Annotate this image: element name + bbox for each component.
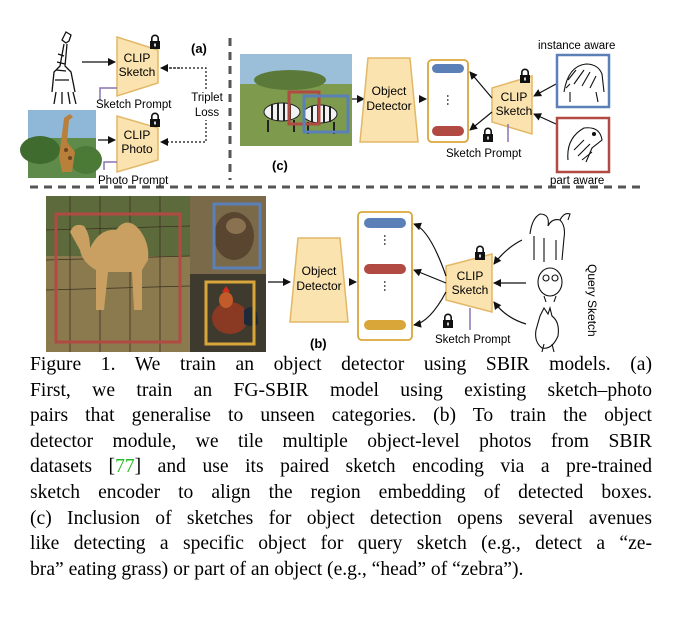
rooster-box [204,280,256,346]
embedding-dots: ⋯ [441,94,455,106]
figure-caption: Figure 1. We train an object detector us… [30,352,652,582]
instance-box [302,94,350,134]
panel-a: CLIP Sketch CLIP Photo Sketch Prompt Pho… [20,31,224,187]
eagle-box [212,202,262,270]
embedding-red-b [364,264,406,274]
lock-icon [519,68,531,84]
clip-sketch-encoder-a [116,35,159,98]
arrow [469,71,493,99]
instance-aware-sketch [555,53,611,109]
caption-line-7: (c) Inclusion of sketches for object det… [30,507,652,529]
panel-c-label: (c) [272,158,288,173]
encoder-a-bottom-line2: Photo [121,142,153,156]
encoder-a-top-line1: CLIP [124,51,151,65]
embedding-blue-b [364,218,406,228]
encoder-a-top-line2: Sketch [119,65,156,79]
owl-sketch [537,267,563,303]
triplet-loss-label-1: Triplet [191,92,223,104]
object-detector-c [359,57,419,143]
lock-icon [149,112,161,128]
embedding-red [432,126,464,136]
part-aware-sketch [555,116,611,174]
camel-photo-image [45,196,191,352]
encoder-c-line2: Sketch [496,104,533,118]
part-aware-label: part aware [550,175,604,187]
sketch-prompt-connector [99,87,117,100]
arrow [533,83,557,97]
caption-line-4: detector module, we tile multiple object… [30,430,652,452]
embedding-gold-b [364,320,406,330]
lock-icon [149,34,161,50]
giraffe-sketch-image [51,31,77,105]
photo-prompt-label-a: Photo Prompt [98,175,169,187]
lock-icon [442,313,454,329]
photo-prompt-connector [103,161,117,170]
arrow [469,111,493,131]
caption-line-2: First, we train an FG-SBIR model using e… [30,379,652,401]
detector-b-line1: Object [302,264,337,278]
caption-line-8: like detecting a specific object for que… [30,533,652,555]
caption-line-1: Figure 1. We train an object detector us… [30,354,652,375]
arrow [413,291,447,328]
region-embedding-stack-c [427,59,469,143]
panel-b-label: (b) [310,336,327,351]
sketch-prompt-label-a: Sketch Prompt [96,99,172,111]
clip-sketch-encoder-c [491,74,533,136]
eagle-photo-image [190,196,266,274]
detector-c-line1: Object [372,84,407,98]
camel-box [54,212,182,344]
encoder-c-line1: CLIP [501,90,528,104]
caption-line-5: datasets [77] and use its paired sketch … [30,454,652,480]
citation-link[interactable]: 77 [115,456,135,478]
instance-aware-label: instance aware [538,40,615,52]
caption-line-9: bra” eating grass) or part of an object … [30,558,524,580]
detector-b-line2: Detector [296,279,341,293]
caption-line-5a: datasets [ [30,456,116,478]
lock-icon [482,127,494,143]
giraffe-photo-image [20,110,102,178]
sketch-prompt-label-b: Sketch Prompt [435,334,511,346]
detector-c-line2: Detector [366,99,411,113]
clip-photo-encoder-a [116,114,159,174]
rooster-sketch [535,306,559,353]
triplet-loss-label-2: Loss [195,107,220,119]
embedding-dots-b2: ⋯ [378,280,392,292]
encoder-b-line1: CLIP [457,269,484,283]
panel-c: (c) Object Detector ⋯ CLIP Sketch Sketch… [240,40,615,187]
figure-diagram: CLIP Sketch CLIP Photo Sketch Prompt Pho… [20,31,642,353]
query-sketch-label: Query Sketch [585,264,599,337]
panel-b: (b) Object Detector ⋯ ⋯ CLIP Sketch Sket… [45,196,599,353]
region-embedding-stack-b [357,211,413,341]
arrow [493,301,527,325]
rooster-photo-image [190,274,266,352]
sketch-prompt-label-c: Sketch Prompt [446,148,522,160]
caption-line-3: pairs that generalise to unseen categori… [30,405,652,427]
arrow [413,268,447,284]
embedding-blue [432,64,464,73]
caption-line-5b: ] and use its paired sketch encoding via… [134,456,652,478]
embedding-dots-b1: ⋯ [378,234,392,246]
encoder-a-bottom-line1: CLIP [124,128,151,142]
arrow [533,113,557,125]
arrow [413,222,447,277]
arrow [493,239,523,265]
zebra-photo-image [240,54,352,146]
camel-sketch [529,213,571,262]
caption-line-6: sketch encoder to align the region embed… [30,481,652,503]
panel-a-label: (a) [191,41,207,56]
lock-icon [474,245,486,261]
object-detector-b [289,237,349,323]
encoder-b-line2: Sketch [452,283,489,297]
